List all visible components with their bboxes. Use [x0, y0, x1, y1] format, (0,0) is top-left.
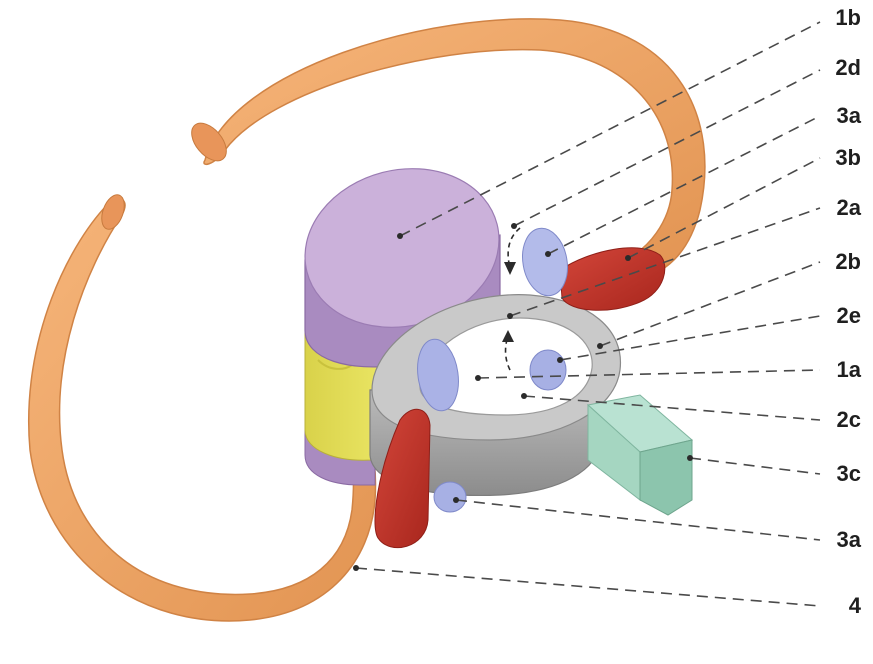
facet-lower: [434, 482, 466, 512]
leader-dot-4: [353, 565, 359, 571]
label-2e: 2e: [811, 304, 861, 328]
label-4: 4: [811, 594, 861, 618]
transverse-process: [588, 395, 692, 515]
label-3a-top: 3a: [811, 104, 861, 128]
leader-dot-2a: [507, 313, 513, 319]
leader-dot-3a-top: [545, 251, 551, 257]
label-2a: 2a: [811, 196, 861, 220]
leader-4: [356, 568, 820, 606]
label-2d: 2d: [811, 56, 861, 80]
leader-dot-2b: [597, 343, 603, 349]
costotransverse-joint-upper: [560, 248, 665, 311]
label-3a-bottom: 3a: [811, 528, 861, 552]
label-3b: 3b: [811, 146, 861, 170]
leader-dot-2d: [511, 223, 517, 229]
leader-dot-3c: [687, 455, 693, 461]
label-1a: 1a: [811, 358, 861, 382]
leader-dot-3b: [625, 255, 631, 261]
label-2c: 2c: [811, 408, 861, 432]
leader-3c: [690, 458, 820, 474]
label-3c: 3c: [811, 462, 861, 486]
leader-3a-bottom: [456, 500, 820, 540]
leader-dot-1b: [397, 233, 403, 239]
leader-dot-1a: [475, 375, 481, 381]
leader-dot-3a-bottom: [453, 497, 459, 503]
leader-dot-2c: [521, 393, 527, 399]
label-2b: 2b: [811, 250, 861, 274]
label-1b: 1b: [811, 6, 861, 30]
leader-dot-2e: [557, 357, 563, 363]
facet-middle-right: [530, 350, 566, 390]
rotation-arrow-upper: [504, 228, 520, 275]
